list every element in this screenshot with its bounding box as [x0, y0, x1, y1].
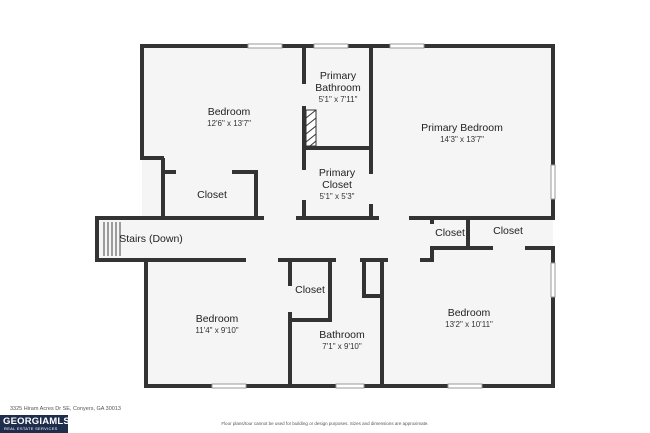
room-label-primary-bathroom: Primary Bathroom 5'1" x 7'11": [315, 70, 361, 104]
room-name-line1: Primary: [320, 70, 357, 82]
room-name: Bedroom: [448, 307, 491, 319]
room-name: Closet: [435, 227, 465, 239]
georgia-mls-logo: GEORGIAMLS REAL ESTATE SERVICES: [0, 415, 70, 433]
room-label-bedroom-nw: Bedroom 12'6" x 13'7": [207, 106, 251, 128]
room-name: Bedroom: [208, 106, 251, 118]
room-name: Bathroom: [319, 329, 365, 341]
room-label-bedroom-sw: Bedroom 11'4" x 9'10": [195, 313, 238, 335]
floor-fill: [97, 47, 553, 386]
plan-disclaimer: Floor plans/tour cannot be used for buil…: [221, 421, 429, 426]
room-label-primary-closet: Primary Closet 5'1" x 5'3": [319, 167, 356, 201]
stair-treads: [103, 222, 121, 256]
room-label-closet-hall: Closet: [435, 227, 465, 239]
room-name: Closet: [197, 189, 227, 201]
room-label-closet-bath: Closet: [295, 284, 325, 296]
door-openings: [176, 84, 525, 312]
property-address: 3325 Hiram Acres Dr SE, Conyers, GA 3001…: [10, 406, 121, 412]
bath-fixture-hatch: [305, 109, 317, 147]
room-dimensions: 11'4" x 9'10": [195, 326, 238, 335]
room-name: Closet: [493, 225, 523, 237]
logo-wordmark: GEORGIAMLS: [3, 416, 70, 427]
room-dimensions: 5'1" x 7'11": [319, 95, 358, 104]
logo-tagline: REAL ESTATE SERVICES: [4, 426, 58, 431]
room-dimensions: 7'1" x 9'10": [322, 342, 362, 351]
room-name: Stairs (Down): [119, 233, 183, 245]
room-dimensions: 14'3" x 13'7": [440, 135, 484, 144]
room-name-line2: Bathroom: [315, 82, 361, 94]
room-label-stairs: Stairs (Down): [119, 233, 183, 245]
room-name: Closet: [295, 284, 325, 296]
room-dimensions: 13'2" x 10'11": [445, 320, 493, 329]
room-name: Primary Bedroom: [421, 122, 503, 134]
room-label-closet-ne: Closet: [493, 225, 523, 237]
room-label-primary-bedroom: Primary Bedroom 14'3" x 13'7": [421, 122, 503, 144]
room-label-bedroom-se: Bedroom 13'2" x 10'11": [445, 307, 493, 329]
room-label-bathroom: Bathroom 7'1" x 9'10": [319, 329, 365, 351]
room-dimensions: 12'6" x 13'7": [207, 119, 251, 128]
room-label-closet-nw: Closet: [197, 189, 227, 201]
room-name-line2: Closet: [322, 179, 352, 191]
room-name: Bedroom: [196, 313, 239, 325]
room-dimensions: 5'1" x 5'3": [320, 192, 355, 201]
windows: [211, 43, 556, 389]
room-name-line1: Primary: [319, 167, 356, 179]
